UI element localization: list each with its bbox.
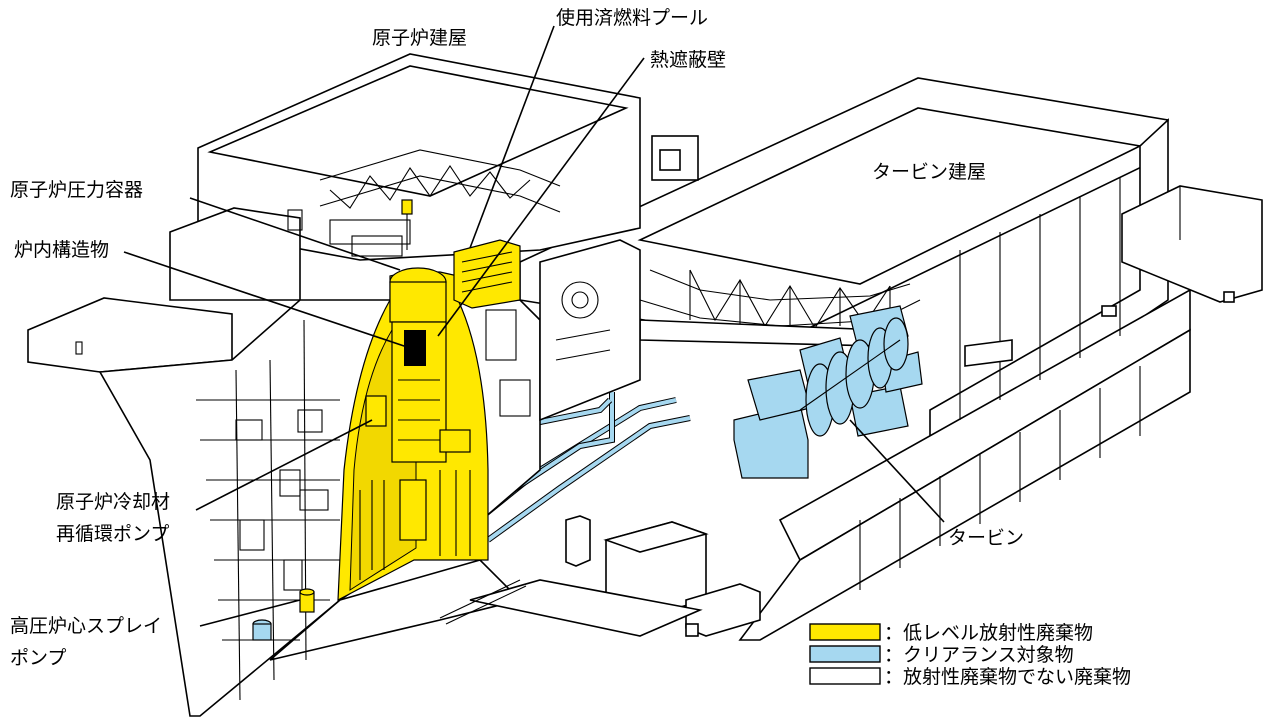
yard-equipment: [439, 515, 761, 637]
label-spent-fuel-pool: 使用済燃料プール: [556, 7, 708, 29]
reactor-vessel-assembly: [337, 267, 489, 602]
label-reactor-building: 原子炉建屋: [372, 27, 467, 49]
label-biological-shield: 熱遮蔽壁: [650, 49, 726, 71]
label-hpcs-pump-2: ポンプ: [10, 647, 66, 669]
spent-fuel-pool: [453, 239, 521, 309]
label-recirc-pump-1: 原子炉冷却材: [56, 491, 170, 513]
legend: ：低レベル放射性廃棄物 ：クリアランス対象物 ：放射性廃棄物でない廃棄物: [809, 622, 1131, 688]
label-turbine: タービン: [948, 527, 1024, 549]
legend-swatch-clearance: [809, 645, 881, 663]
label-internals: 炉内構造物: [14, 239, 109, 261]
legend-swatch-low-level: [809, 623, 881, 641]
label-pressure-vessel: 原子炉圧力容器: [10, 179, 143, 201]
legend-text-non-radioactive: ：放射性廃棄物でない廃棄物: [884, 666, 1131, 688]
legend-text-low-level: ：低レベル放射性廃棄物: [884, 622, 1093, 644]
legend-swatch-non-radioactive: [809, 667, 881, 685]
leader-lines: [123, 25, 945, 627]
reactor-building: [27, 53, 641, 717]
turbine-components: [733, 305, 923, 479]
turbine-building: [519, 77, 1263, 641]
legend-text-clearance: ：クリアランス対象物: [884, 644, 1074, 666]
label-turbine-building: タービン建屋: [872, 161, 986, 183]
label-hpcs-pump-1: 高圧炉心スプレイ: [10, 615, 162, 637]
hpcs-pump: [252, 588, 315, 641]
label-recirc-pump-2: 再循環ポンプ: [56, 523, 169, 545]
